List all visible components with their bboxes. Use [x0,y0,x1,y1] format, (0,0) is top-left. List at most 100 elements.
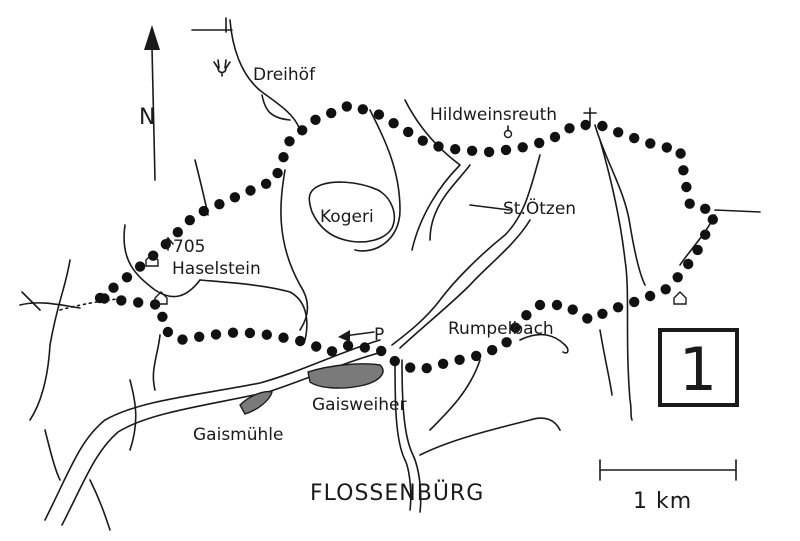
route-dot [297,125,308,136]
route-dot [629,132,640,144]
route-dot [549,131,561,143]
route-dot [483,146,495,158]
hiking-route [94,101,718,374]
route-dot [433,141,444,152]
parking-arrow-icon [338,330,375,342]
cross-icon [583,107,597,125]
route-dot [214,199,225,210]
route-dot [184,215,195,226]
route-dot [645,138,656,149]
route-dot [244,327,256,339]
north-arrow-icon [144,25,160,181]
route-dot [229,192,241,203]
route-number-box: 1 [658,328,739,407]
route-dot [580,119,591,131]
parking-label: P [374,325,384,345]
route-dot [675,148,686,159]
route-dot [700,229,711,240]
route-dot [388,118,399,129]
route-dot [534,137,545,149]
place-label-hildweinsreuth: Hildweinsreuth [430,105,557,125]
kogeri-hill-contour [308,181,396,243]
shelter-icon-route [154,291,168,305]
route-dot [245,185,256,196]
route-dot [487,344,498,356]
route-dot [172,227,183,238]
route-dot [116,295,127,306]
route-dot [564,123,575,134]
route-dot [684,198,695,209]
route-dot [278,332,289,343]
route-dot [342,340,354,351]
route-dot [613,127,624,138]
route-dot [681,181,692,193]
route-dot [134,261,146,272]
route-dot [403,126,414,138]
deer-icon [213,59,231,77]
route-dot [661,142,672,153]
route-dot [521,310,532,321]
route-dot [284,136,295,147]
route-dot [517,142,528,153]
route-dot [359,342,370,353]
place-label-haselstein: Haselstein [172,259,261,279]
route-dot [389,355,400,367]
route-dot [157,311,168,322]
place-label-peak-705: 705 [173,237,205,257]
route-dot [700,203,711,214]
route-dot [582,313,593,324]
route-dot [629,296,640,308]
route-dot [210,329,222,340]
route-dot [510,322,521,333]
route-dot [597,120,608,132]
route-dot [437,358,449,369]
route-dot [357,104,368,115]
route-dot [311,341,322,352]
route-dot [99,293,110,304]
summit-icon [162,237,174,251]
route-dot [551,299,563,311]
route-dot [405,362,416,373]
gaismuhle-pond [239,390,273,415]
place-label-kogeri: Kogeri [320,207,374,227]
route-dot [198,205,209,217]
route-dot [133,297,144,308]
route-dot [471,350,482,362]
route-dot [466,145,478,156]
route-dot [501,337,512,348]
place-label-gaismuhle: Gaismühle [193,425,283,445]
chapel-icon [503,125,513,139]
scale-bar [599,459,737,481]
place-label-rumpelbach: Rumpelbach [448,319,554,339]
route-dot [707,214,718,225]
route-dot [417,135,428,146]
route-dot [326,346,338,357]
route-dot [597,308,608,319]
roads-and-streams [19,17,761,531]
route-dot [310,114,321,126]
place-label-st-otzen: St.Ötzen [503,197,576,219]
shelter-icon-haselstein [145,253,159,267]
route-dot [108,282,119,293]
gaisweiher-pond [307,363,384,389]
route-dot [644,290,656,302]
route-dot [373,109,385,120]
route-dot [421,363,432,374]
route-dot [278,152,289,163]
north-label: N [139,105,156,130]
route-dot [500,144,512,156]
scale-label: 1 km [633,489,692,514]
route-dot [261,329,272,340]
route-dot [660,284,671,295]
route-dot [177,334,188,345]
route-dot [672,272,683,283]
route-dot [534,299,546,311]
route-dot [295,335,306,347]
route-dot [454,354,465,365]
route-dot [683,258,694,270]
route-dot [227,327,239,338]
route-dot [272,167,283,179]
route-dot [194,331,205,342]
route-dot [376,345,387,357]
